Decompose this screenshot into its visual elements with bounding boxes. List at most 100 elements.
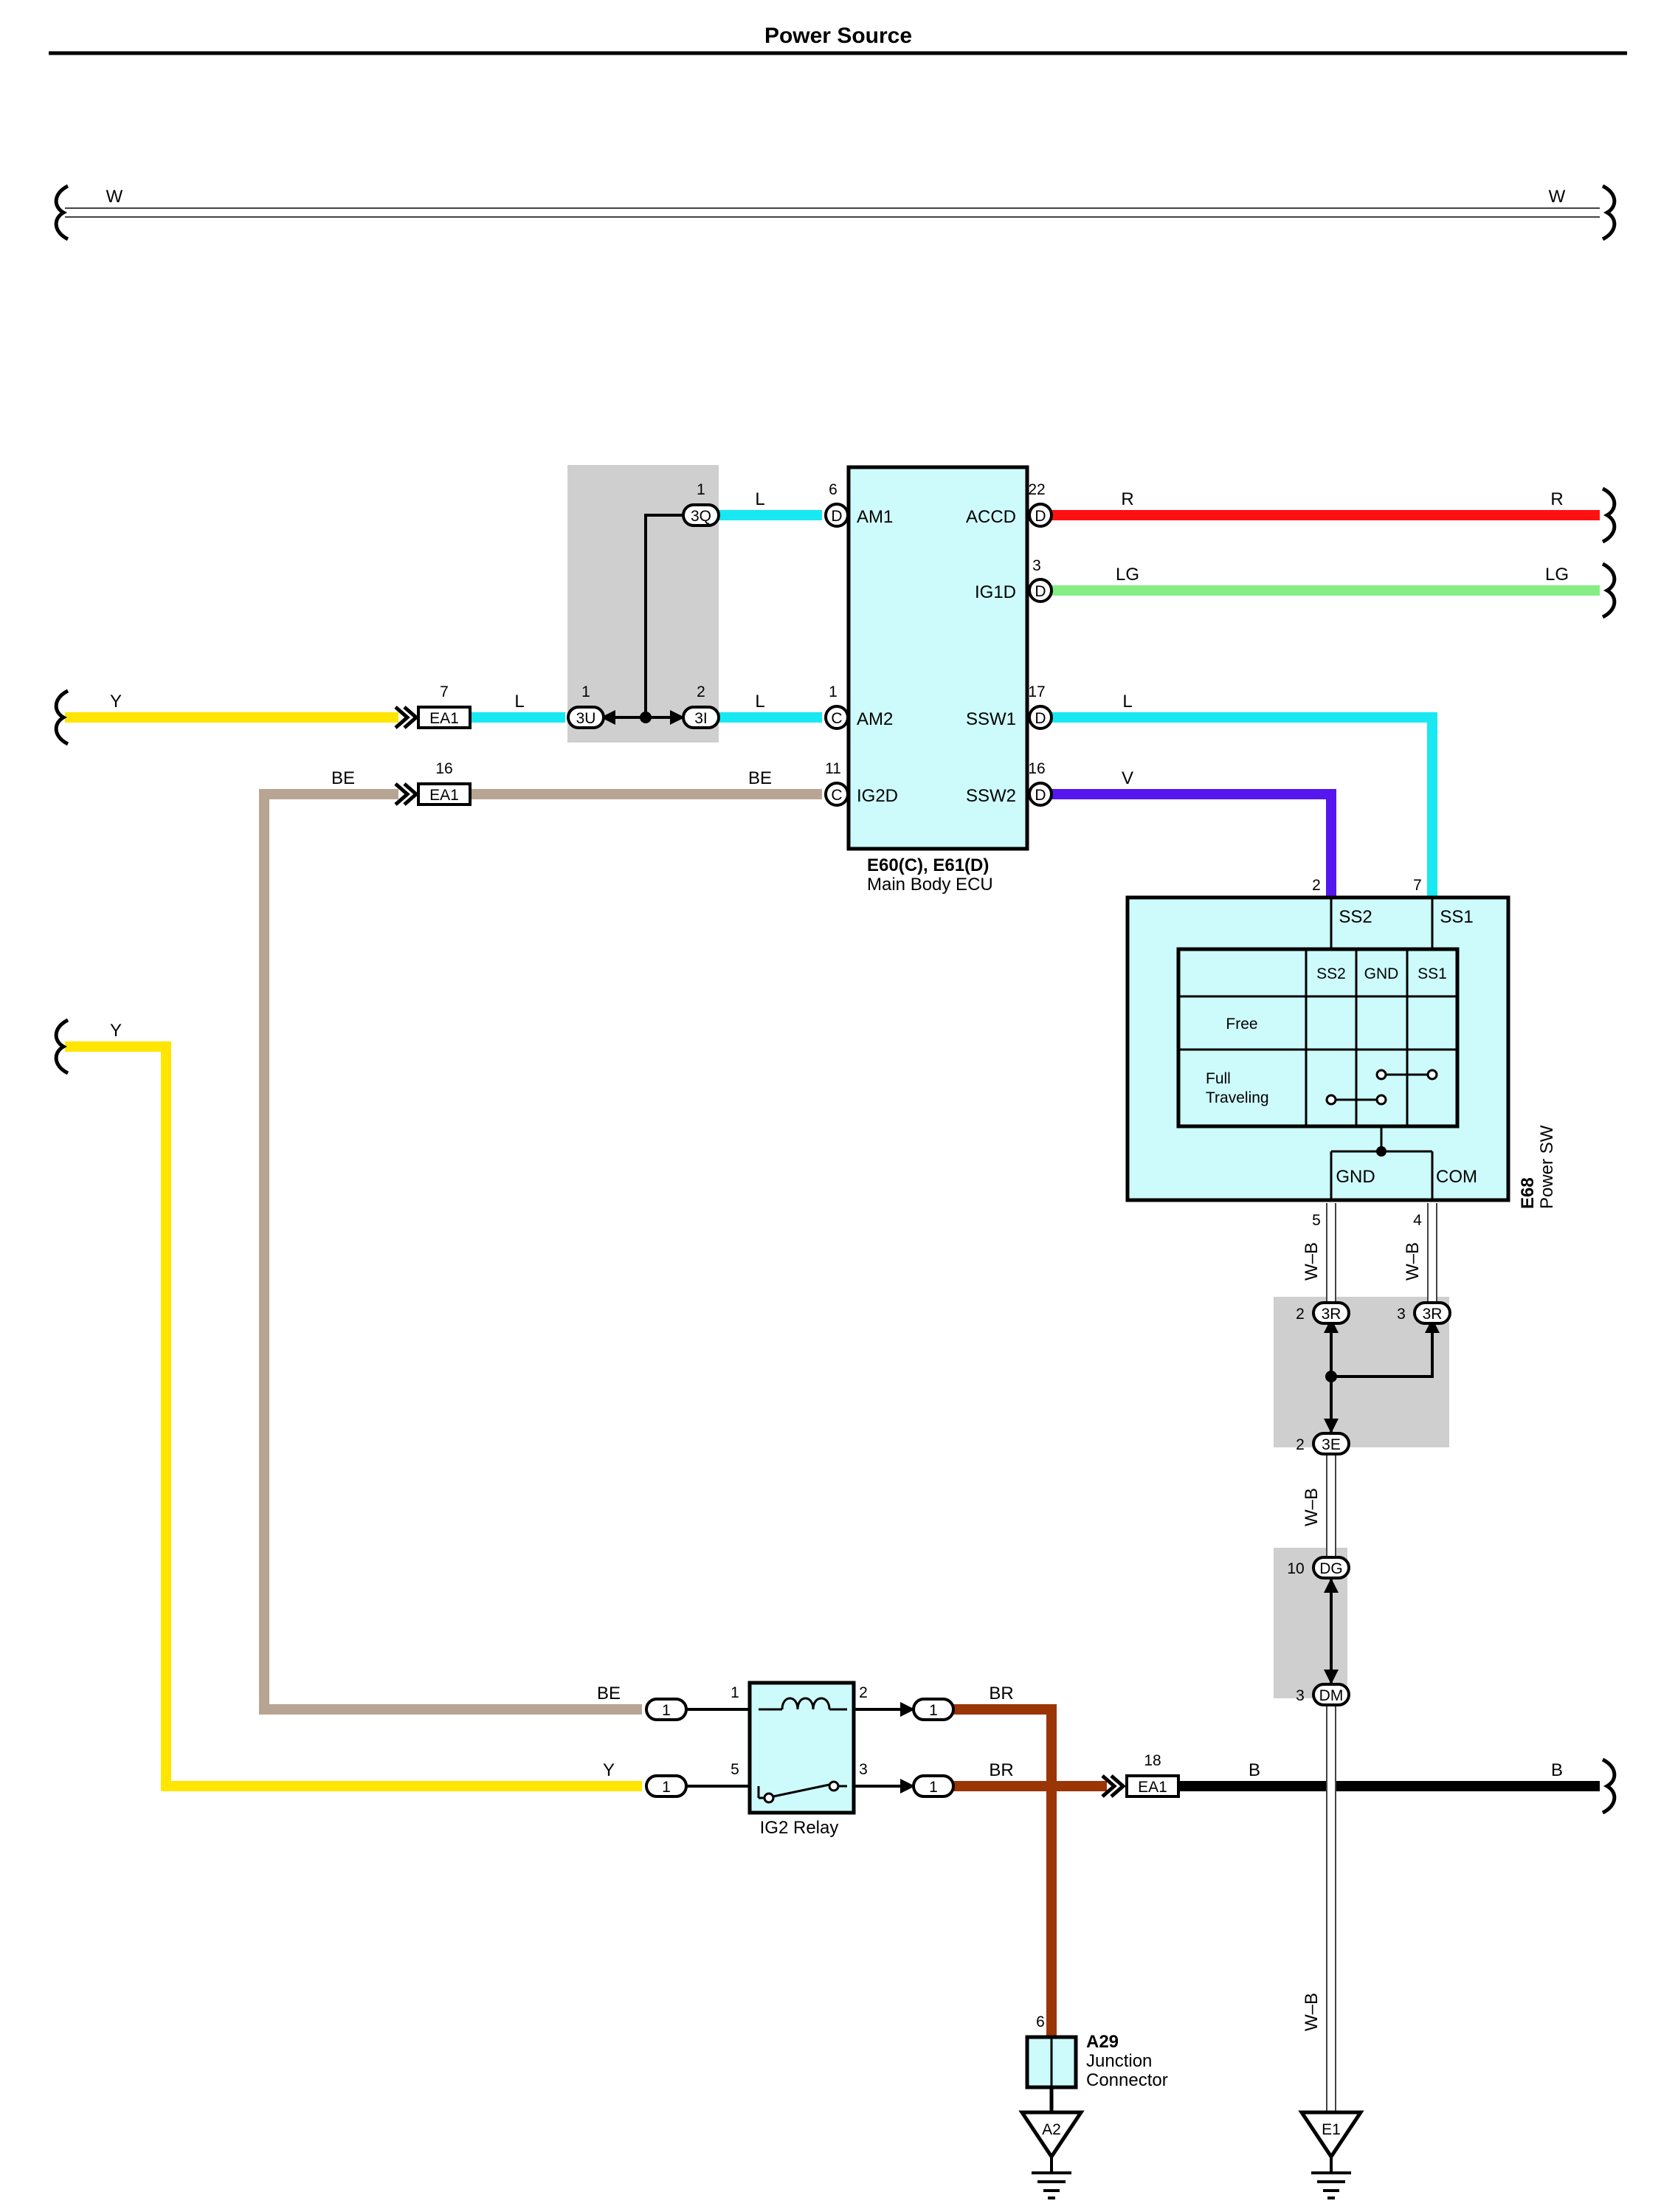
be-wire-relay	[259, 789, 642, 1715]
psw-name: Power SW	[1537, 1125, 1557, 1209]
svg-text:D: D	[831, 508, 842, 525]
label-w-right: W	[1549, 187, 1566, 207]
label-br-top: BR	[989, 1684, 1013, 1703]
pin-ea1-7: 7	[440, 683, 449, 700]
v-wire-ssw2	[1045, 789, 1336, 899]
relay-conn-br-bottom: 1	[912, 1774, 955, 1798]
svg-text:3R: 3R	[1322, 1306, 1341, 1323]
junction-line1: Junction	[1086, 2051, 1152, 2071]
label-be-right: BE	[748, 768, 772, 788]
ground-e1: E1	[1298, 2110, 1364, 2199]
table-row-traveling: Traveling	[1206, 1089, 1269, 1106]
connector-3e: 3E	[1312, 1432, 1350, 1455]
svg-text:1: 1	[929, 1779, 938, 1796]
pin-am2-num: 1	[829, 683, 838, 700]
relay-conn-y: 1	[645, 1774, 688, 1798]
pin-ss2-num: 2	[1312, 877, 1321, 894]
junction-connector-a29: A29 Junction Connector	[1025, 2032, 1168, 2090]
junction-code: A29	[1086, 2032, 1119, 2052]
l-wire-ssw1	[1045, 712, 1437, 899]
pin-ss1-num: 7	[1413, 877, 1422, 894]
label-r-right: R	[1550, 489, 1563, 509]
main-body-ecu: AM1 AM2 IG2D ACCD IG1D SSW1 SSW2 E60(C),…	[846, 465, 1029, 895]
svg-text:1: 1	[662, 1702, 671, 1719]
svg-text:DG: DG	[1319, 1560, 1343, 1577]
label-wb-bottom: W–B	[1302, 1993, 1322, 2031]
label-v: V	[1122, 768, 1133, 788]
ground-a2-label: A2	[1042, 2121, 1061, 2138]
label-be-relay: BE	[597, 1684, 621, 1703]
svg-text:C: C	[831, 787, 842, 804]
label-y-second: Y	[110, 1021, 122, 1041]
svg-text:EA1: EA1	[429, 710, 459, 727]
psw-operation-table: SS2 GND SS1 Free Full Traveling	[1176, 947, 1460, 1129]
pin-ssw1-num: 17	[1028, 683, 1045, 700]
ecu-pins: D C C D D D D	[824, 503, 1053, 807]
svg-text:3U: 3U	[576, 710, 596, 727]
ecu-ig2d-label: IG2D	[857, 786, 898, 806]
pin-dg-10: 10	[1287, 1560, 1304, 1577]
pin-ig2d-num: 11	[825, 760, 841, 777]
pin-3u: 1	[581, 683, 590, 700]
psw-com-label: COM	[1436, 1167, 1477, 1187]
relay-name: IG2 Relay	[760, 1818, 839, 1838]
pin-ea1-18: 18	[1144, 1752, 1161, 1769]
pin-accd: D	[1028, 503, 1053, 528]
ecu-code: E60(C), E61(D)	[867, 855, 989, 875]
svg-text:EA1: EA1	[429, 787, 459, 804]
svg-text:1: 1	[662, 1779, 671, 1796]
pin-relay-1: 1	[731, 1684, 739, 1701]
svg-text:D: D	[1035, 787, 1046, 804]
relay-switch	[757, 1780, 847, 1804]
ecu-am2-label: AM2	[857, 709, 893, 729]
pin-ssw1: D	[1028, 705, 1053, 730]
connector-3u: 3U	[567, 706, 605, 729]
label-lg-left: LG	[1116, 565, 1139, 585]
splice-dg-dm: DG DM	[1312, 1556, 1350, 1706]
table-header-ss1: SS1	[1417, 965, 1447, 982]
pin-am1: D	[824, 503, 849, 528]
label-y-relay: Y	[603, 1760, 615, 1780]
pin-accd-num: 22	[1028, 481, 1045, 498]
ecu-ssw1-label: SSW1	[966, 709, 1016, 729]
psw-code: E68	[1518, 1177, 1538, 1209]
label-w-left: W	[106, 187, 123, 207]
pin-ig1d-num: 3	[1032, 557, 1041, 574]
pin-dm-3: 3	[1296, 1687, 1305, 1704]
ecu-am1-label: AM1	[857, 507, 893, 527]
pin-ig1d: D	[1028, 578, 1053, 603]
label-b-right: B	[1551, 1760, 1563, 1780]
relay-coil	[759, 1697, 847, 1711]
label-lg-right: LG	[1545, 565, 1569, 585]
ea1-connectors: EA1 EA1 EA1	[394, 706, 1180, 1798]
wire-break-symbols	[54, 184, 1617, 1815]
splice-3r: 3R 3R 3E	[1312, 1301, 1451, 1455]
svg-text:EA1: EA1	[1138, 1779, 1167, 1796]
label-l-am1: L	[755, 489, 764, 509]
svg-text:3I: 3I	[694, 710, 708, 727]
svg-text:1: 1	[929, 1702, 938, 1719]
page-title: Power Source	[764, 24, 912, 48]
label-r-left: R	[1121, 489, 1133, 509]
label-be-left: BE	[331, 768, 355, 788]
splice-line-3q	[644, 508, 697, 717]
pin-3r-3: 3	[1397, 1306, 1406, 1323]
ecu-ssw2-label: SSW2	[966, 786, 1016, 806]
ig2-relay: IG2 Relay 1 1 1 1	[645, 1681, 955, 1838]
pin-relay-3: 3	[859, 1761, 868, 1778]
table-header-ss2: SS2	[1316, 965, 1346, 982]
ea1-pin16: EA1	[394, 782, 472, 806]
pin-ig2d: C	[824, 782, 849, 807]
y-wire-relay	[65, 1041, 642, 1791]
label-b-left: B	[1249, 1760, 1260, 1780]
table-row-full: Full	[1206, 1070, 1231, 1087]
wire-color-labels: W W L R R LG LG Y L L L BE BE V Y BE Y B…	[106, 187, 1569, 2031]
connector-dg: DG	[1312, 1556, 1350, 1579]
ecu-name: Main Body ECU	[867, 875, 993, 895]
pin-ssw2: D	[1028, 782, 1053, 807]
ground-e1-label: E1	[1322, 2121, 1341, 2138]
pin-3q: 1	[697, 481, 705, 498]
pin-numbers: 1 6 22 3 7 1 2 1 17 16 11 16 2 7 5 4 2 3…	[435, 481, 1422, 2030]
label-br-bottom: BR	[989, 1760, 1013, 1780]
svg-text:D: D	[1035, 583, 1046, 600]
